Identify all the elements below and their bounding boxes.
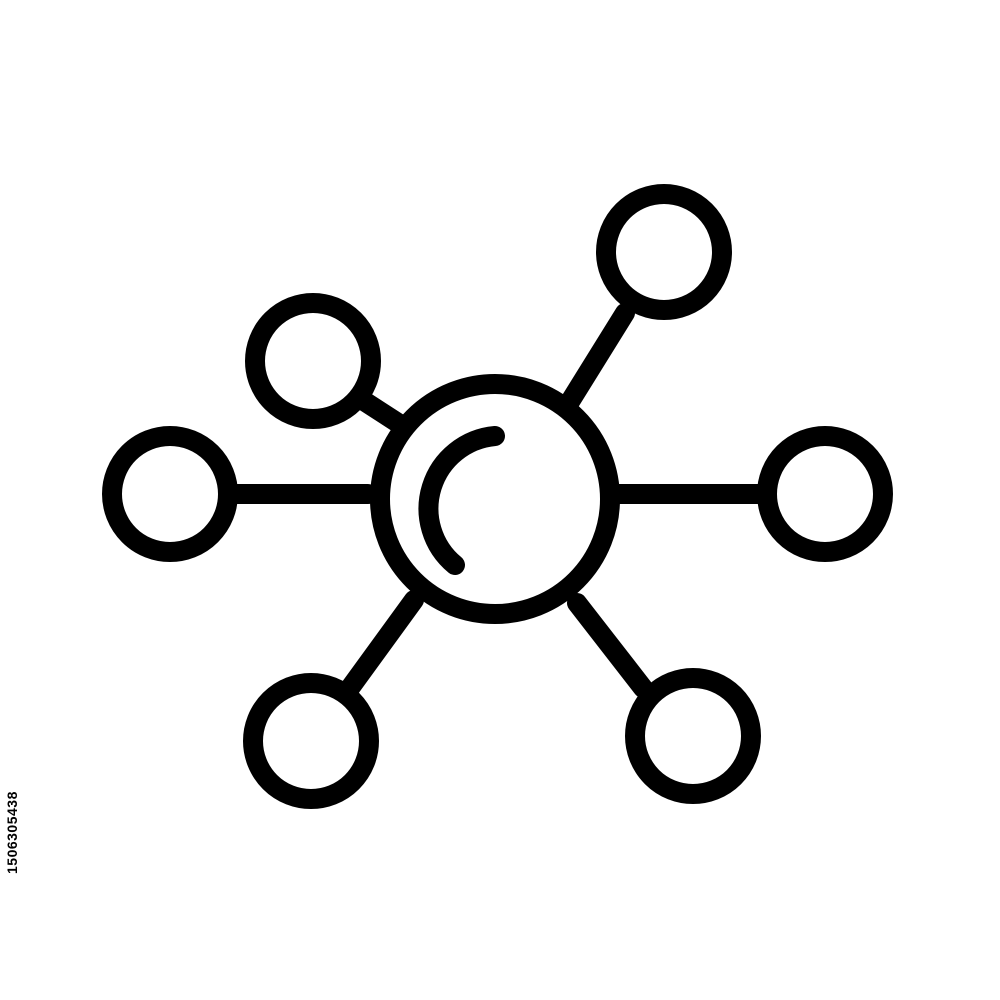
- node-right: [757, 426, 893, 562]
- hub-highlight-arc: [418, 426, 505, 575]
- stock-id-text: 1506305438: [4, 791, 20, 874]
- connector-upper-left: [354, 391, 408, 433]
- node-upper-right: [596, 184, 732, 320]
- node-lower-right: [625, 668, 761, 804]
- node-upper-left: [245, 293, 381, 429]
- connector-upper-right: [556, 303, 635, 418]
- connector-lower-right: [567, 593, 653, 698]
- connector-lower-left: [340, 590, 424, 698]
- hub-node: [370, 374, 620, 624]
- node-left: [102, 426, 238, 562]
- node-lower-left: [243, 673, 379, 809]
